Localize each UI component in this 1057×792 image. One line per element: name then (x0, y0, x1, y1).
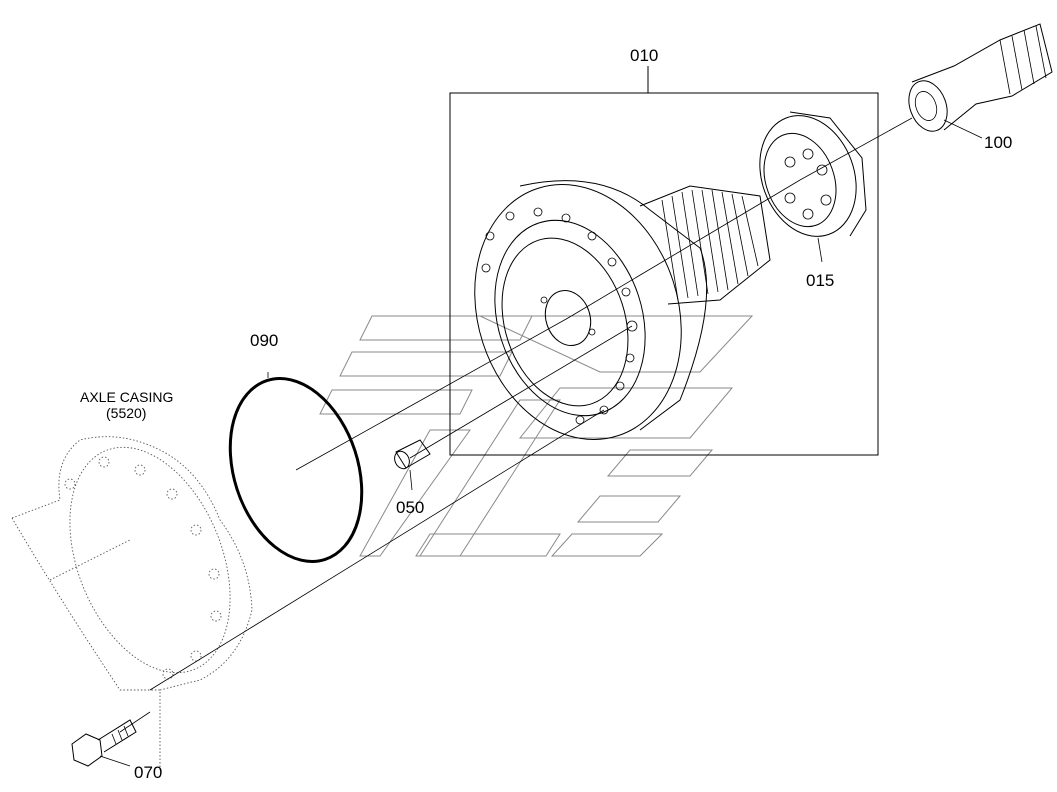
label-090: 090 (250, 331, 278, 350)
axle-casing-outline (11, 436, 253, 770)
part-100-shaft (908, 23, 1053, 132)
label-015: 015 (806, 271, 834, 290)
label-axle-casing-ref: (5520) (106, 405, 146, 421)
part-090-o-ring (228, 377, 364, 563)
part-070-bolt (71, 719, 137, 767)
label-100: 100 (984, 133, 1012, 152)
hub-bolt-holes (481, 207, 638, 425)
assembly-bracket-010 (449, 66, 879, 456)
hub-housing (474, 180, 771, 440)
label-010: 010 (630, 46, 658, 65)
part-015 (759, 111, 867, 237)
leader-lines (99, 117, 983, 767)
label-070: 070 (134, 763, 162, 782)
watermark-logo (319, 315, 754, 557)
label-axle-casing: AXLE CASING (80, 389, 173, 405)
part-050-pin (394, 439, 431, 470)
spline-teeth (661, 189, 759, 301)
label-050: 050 (396, 498, 424, 517)
